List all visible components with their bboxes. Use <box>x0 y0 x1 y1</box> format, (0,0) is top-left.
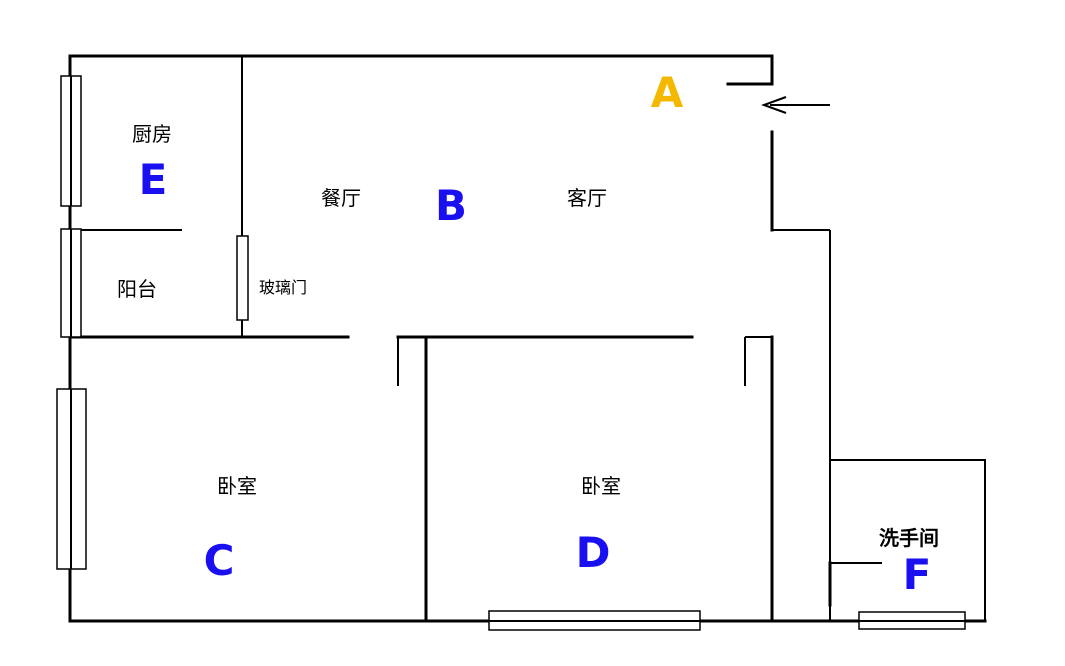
letter-b: B <box>435 181 467 230</box>
label-bathroom: 洗手间 <box>879 526 939 550</box>
letter-d: D <box>576 528 611 577</box>
label-glass-door: 玻璃门 <box>259 278 307 297</box>
label-dining: 餐厅 <box>321 186 361 210</box>
arrow-left-icon <box>761 96 830 114</box>
letter-e: E <box>139 155 168 204</box>
label-balcony: 阳台 <box>117 277 157 301</box>
label-kitchen: 厨房 <box>132 122 172 146</box>
windows <box>56 75 966 631</box>
walls <box>68 54 987 623</box>
label-bedroom-right: 卧室 <box>581 474 621 498</box>
glass-door-panel <box>236 235 249 321</box>
letter-c: C <box>204 536 235 585</box>
label-living: 客厅 <box>567 186 607 210</box>
letter-a: A <box>651 68 684 117</box>
label-bedroom-left: 卧室 <box>217 474 257 498</box>
letter-f: F <box>903 550 932 599</box>
